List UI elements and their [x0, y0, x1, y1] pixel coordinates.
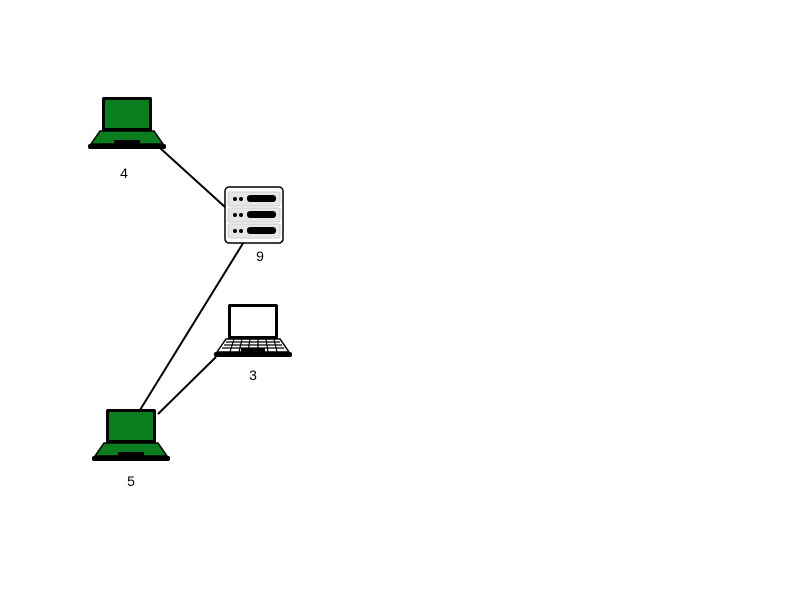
- laptop-screen: [105, 100, 149, 128]
- laptop-icon: [92, 409, 170, 461]
- laptop-icon: [88, 97, 166, 149]
- node-9[interactable]: 9: [224, 186, 284, 264]
- node-label: 3: [249, 367, 257, 383]
- node-label: 5: [127, 473, 135, 489]
- node-5[interactable]: 5: [92, 409, 170, 489]
- links: [139, 147, 246, 415]
- node-label: 4: [120, 165, 128, 181]
- link-3-5[interactable]: [157, 356, 217, 415]
- link-4-9[interactable]: [159, 147, 226, 208]
- laptop-screen: [231, 307, 275, 336]
- node-label: 9: [256, 248, 264, 264]
- link-9-5[interactable]: [139, 239, 246, 411]
- server-icon: [224, 186, 284, 244]
- node-3[interactable]: 3: [214, 304, 292, 383]
- node-4[interactable]: 4: [88, 97, 166, 181]
- laptop-icon: [214, 304, 292, 357]
- laptop-screen: [109, 412, 153, 440]
